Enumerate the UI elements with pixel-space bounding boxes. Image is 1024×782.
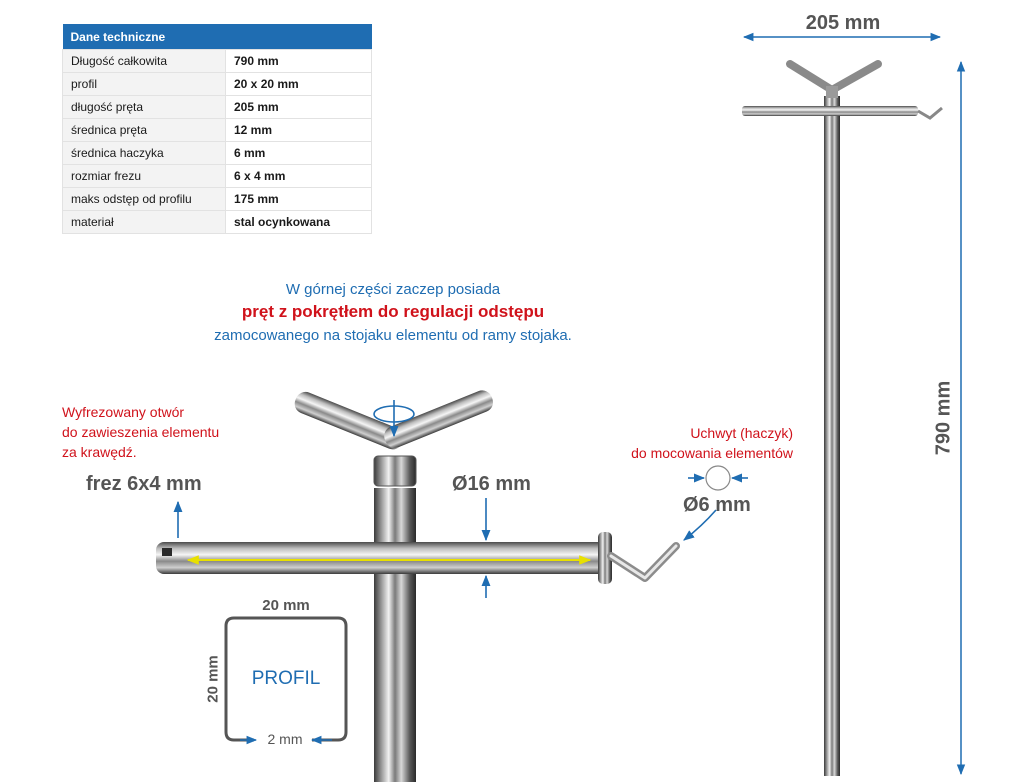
knob-nut (373, 455, 417, 487)
knob-arm-left (294, 391, 404, 450)
spec-value: 6 x 4 mm (225, 164, 372, 188)
slot-callout-line-2: do zawieszenia elementu (62, 424, 220, 440)
profile-section (224, 616, 348, 745)
spec-key: Długość całkowita (62, 49, 226, 73)
hook-callout-line-2: do mocowania elementów (631, 445, 793, 461)
spec-value: 12 mm (225, 118, 372, 142)
mill-slot (162, 548, 172, 556)
intro-line-1: W górnej części zaczep posiada (285, 281, 501, 298)
spec-key: średnica haczyka (62, 141, 226, 165)
full-view (742, 32, 966, 776)
full-view-post (824, 96, 840, 776)
mill-label: frez 6x4 mm (86, 473, 202, 495)
full-view-rod (742, 106, 918, 116)
total-height-label: 790 mm (932, 380, 955, 456)
spec-table-header: Dane techniczne (62, 24, 372, 50)
knob-arm-right (384, 390, 494, 448)
spec-value: 790 mm (225, 49, 372, 73)
rod-diameter-label: Ø16 mm (452, 473, 531, 495)
slot-callout-line-1: Wyfrezowany otwór (62, 404, 185, 420)
hook-callout: Uchwyt (haczyk) do mocowania elementów (600, 423, 793, 463)
intro-line-2: pręt z pokrętłem do regulacji odstępu (241, 302, 545, 321)
profile-side-dim: 20 mm (204, 655, 222, 703)
profile-label: PROFIL (251, 668, 321, 689)
horizontal-rod (156, 542, 611, 574)
spec-value: 175 mm (225, 187, 372, 211)
slot-callout: Wyfrezowany otwór do zawieszenia element… (62, 402, 219, 462)
rotation-icon (373, 400, 415, 438)
profile-top-dim: 20 mm (262, 597, 310, 614)
rod-collar (598, 532, 612, 584)
spec-value: stal ocynkowana (225, 210, 372, 234)
spec-key: średnica pręta (62, 118, 226, 142)
spec-key: materiał (62, 210, 226, 234)
spec-value: 205 mm (225, 95, 372, 119)
profile-post (374, 488, 416, 782)
slot-callout-line-3: za krawędź. (62, 444, 137, 460)
hook-diameter-label: Ø6 mm (683, 494, 751, 516)
hook-callout-line (683, 509, 717, 541)
hook-callout-line-1: Uchwyt (haczyk) (690, 425, 793, 441)
hook-diameter-circle (705, 465, 731, 491)
spec-value: 6 mm (225, 141, 372, 165)
intro-line-3: zamocowanego na stojaku elementu od ramy… (214, 327, 572, 344)
spec-key: maks odstęp od profilu (62, 187, 226, 211)
detail-view (156, 390, 748, 782)
full-view-hook (917, 106, 943, 120)
spec-key: profil (62, 72, 226, 96)
profile-bottom-dim: 2 mm (264, 731, 306, 747)
total-width-label: 205 mm (805, 12, 881, 34)
